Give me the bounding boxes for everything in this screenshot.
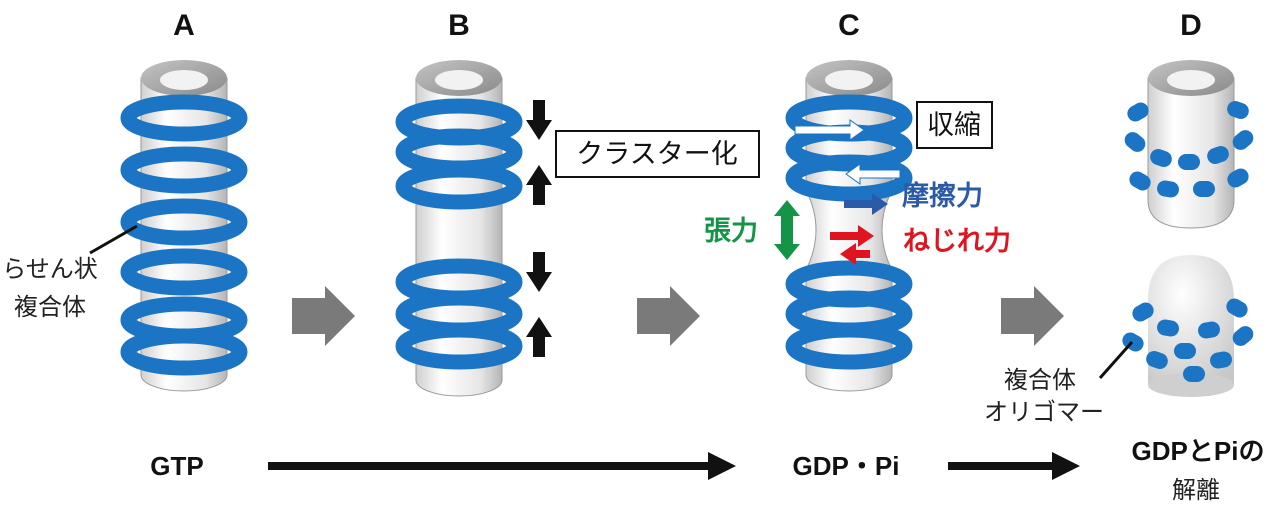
panel-d-upper-tube bbox=[1147, 60, 1235, 229]
oligomer-blobs bbox=[1122, 100, 1254, 382]
clustering-box bbox=[555, 130, 760, 178]
panel-b-tube bbox=[415, 60, 503, 397]
chevron-arrow-icon bbox=[637, 286, 700, 346]
panel-b-helix bbox=[395, 98, 523, 370]
helix-complex-label-line1: らせん状 bbox=[2, 255, 98, 283]
torsion-arrow-icon bbox=[830, 225, 874, 265]
oligomer-label-line1: 複合体 bbox=[1004, 366, 1076, 394]
gtp-label: GTP bbox=[150, 451, 203, 481]
panel-letter-b: B bbox=[448, 9, 470, 42]
contraction-arrow-icon bbox=[794, 119, 901, 185]
tension-arrow-icon bbox=[774, 200, 800, 260]
chevron-arrow-icon bbox=[292, 286, 355, 346]
panel-d-lower-tube bbox=[1148, 255, 1234, 397]
clustering-label: クラスター化 bbox=[576, 139, 737, 170]
panel-letter-c: C bbox=[838, 9, 860, 42]
contraction-box bbox=[916, 101, 993, 149]
chevron-arrow-icon bbox=[1001, 286, 1064, 346]
long-arrow-icon bbox=[268, 452, 736, 480]
gdp-pi-label: GDP・Pi bbox=[793, 451, 900, 481]
contraction-label: 収縮 bbox=[927, 110, 981, 141]
friction-arrow-icon bbox=[844, 193, 888, 215]
friction-label: 摩擦力 bbox=[902, 180, 983, 212]
panel-letter-a: A bbox=[173, 9, 195, 42]
black-arrow-icon bbox=[526, 100, 552, 357]
tension-label: 張力 bbox=[704, 216, 758, 247]
oligomer-pointer bbox=[1098, 341, 1134, 379]
helix-complex-label-line2: 複合体 bbox=[14, 293, 86, 321]
release-label-line1: GDPとPiの bbox=[1132, 436, 1265, 466]
helix-complex-pointer bbox=[89, 224, 138, 255]
long-arrow-icon bbox=[948, 452, 1080, 480]
release-label-line2: 解離 bbox=[1172, 476, 1220, 504]
panel-letter-d: D bbox=[1180, 9, 1202, 42]
panel-a-helix bbox=[120, 94, 248, 376]
oligomer-label-line2: オリゴマー bbox=[984, 398, 1104, 426]
torsion-label: ねじれ力 bbox=[903, 226, 1011, 257]
